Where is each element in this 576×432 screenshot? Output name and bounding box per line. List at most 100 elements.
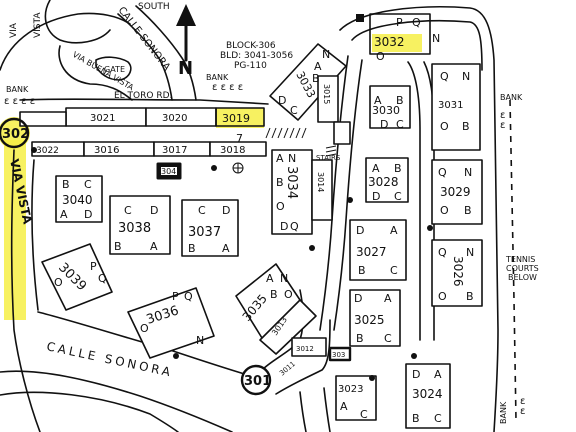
svg-text:C: C <box>124 204 132 217</box>
svg-text:A: A <box>266 272 274 285</box>
tennis-label-1: TENNIS <box>505 255 535 264</box>
south-right-road <box>299 391 307 432</box>
stairs-label: STAIRS <box>316 154 341 162</box>
svg-text:C: C <box>198 204 206 217</box>
svg-text:C: C <box>384 332 392 345</box>
gate-loop <box>95 56 132 81</box>
top-left-arc <box>0 12 131 71</box>
highlight-3019 <box>216 108 264 128</box>
dot-4 <box>173 353 179 359</box>
building-row-north <box>19 107 265 127</box>
svg-text:Q: Q <box>438 166 447 179</box>
bank-marks-right: ε ε <box>500 110 505 131</box>
bldg-num-3014: 3014 <box>316 172 325 192</box>
bank-marks-bottom: ε ε <box>520 396 525 417</box>
calle-sonora-north-label: CALLE SONORA <box>116 5 172 73</box>
bldg-3014 <box>311 159 333 221</box>
bldg-num-3028: 3028 <box>368 175 399 189</box>
bldg-strip-west <box>19 111 67 127</box>
svg-text:C: C <box>390 264 398 277</box>
svg-text:N: N <box>280 272 288 285</box>
bldg-num-3024: 3024 <box>412 387 443 401</box>
dot-8 <box>411 353 417 359</box>
bldg-num-3031: 3031 <box>438 100 463 111</box>
bldg-3031 <box>431 63 481 151</box>
tennis-label-3: BELOW <box>508 273 537 282</box>
south-label: SOUTH <box>138 2 170 12</box>
bldg-3023 <box>335 375 377 421</box>
north-arrow-icon <box>176 4 196 62</box>
gate-label: GATE <box>104 65 125 74</box>
svg-text:N: N <box>288 152 296 165</box>
svg-text:A: A <box>372 162 380 175</box>
svg-text:C: C <box>360 408 368 421</box>
svg-text:B: B <box>394 162 402 175</box>
svg-text:Q: Q <box>438 246 447 259</box>
north-label: N <box>178 58 193 79</box>
el-toro-label: EL TORO RD. <box>114 91 172 101</box>
svg-text:B: B <box>188 242 196 255</box>
bldg-num-303: 303 <box>332 351 345 359</box>
svg-text:N: N <box>466 246 474 259</box>
highlight-3032 <box>372 34 422 52</box>
dot-1 <box>31 147 37 153</box>
south-right-road-b <box>323 387 331 432</box>
calle-sonora-north-road-b <box>135 5 197 101</box>
svg-text:O: O <box>284 288 293 301</box>
bldg-3028 <box>365 157 409 203</box>
svg-text:O: O <box>440 204 449 217</box>
calle-sonora-south-arc <box>0 391 179 432</box>
bldg-3033 <box>269 43 347 121</box>
bldg-3026 <box>431 239 483 307</box>
bank-bottom-label: BANK <box>499 401 508 424</box>
svg-text:D: D <box>354 292 362 305</box>
via-buena-vista-loop <box>58 45 133 101</box>
bldg-num-3027: 3027 <box>356 245 387 259</box>
bldg-num-304: 304 <box>161 167 176 176</box>
svg-text:A: A <box>150 240 158 253</box>
bldg-3018 <box>209 141 267 157</box>
east-connector-road-b <box>275 319 331 395</box>
bank-mid-label: BANK <box>206 73 229 82</box>
svg-text:B: B <box>276 176 284 189</box>
svg-text:D: D <box>380 118 388 131</box>
svg-text:B: B <box>466 290 474 303</box>
svg-text:Q: Q <box>98 272 107 285</box>
svg-text:A: A <box>434 368 442 381</box>
bldg-num-3040: 3040 <box>62 193 93 207</box>
svg-text:O: O <box>438 290 447 303</box>
bank-left-label: BANK <box>6 85 29 94</box>
svg-text:A: A <box>314 60 322 73</box>
svg-text:A: A <box>340 400 348 413</box>
svg-text:N: N <box>432 32 440 45</box>
bldg-num-3034: 3034 <box>284 166 299 199</box>
svg-text:C: C <box>394 190 402 203</box>
svg-text:A: A <box>222 242 230 255</box>
bldg-3024 <box>405 363 451 429</box>
east-boundary-outer <box>339 6 499 432</box>
svg-text:N: N <box>322 48 330 61</box>
bldg-num-3025: 3025 <box>354 313 385 327</box>
svg-text:C: C <box>290 104 298 117</box>
dot-5 <box>347 197 353 203</box>
svg-text:O: O <box>440 120 449 133</box>
bldg-num-3012: 3012 <box>296 345 314 353</box>
bldg-3025 <box>349 289 401 347</box>
bldg-num-3032: 3032 <box>374 35 405 49</box>
bldg-num-3011: 3011 <box>278 360 297 378</box>
bldg-num-3030: 3030 <box>372 104 400 117</box>
svg-text:A: A <box>384 292 392 305</box>
svg-text:B: B <box>464 204 472 217</box>
bldg-num-3018: 3018 <box>220 145 245 156</box>
svg-text:Q: Q <box>412 16 421 29</box>
svg-text:ε: ε <box>520 406 525 417</box>
bldg-3013 <box>259 299 317 355</box>
svg-text:A: A <box>390 224 398 237</box>
bldg-num-3020: 3020 <box>162 113 187 124</box>
stairs-hatch <box>265 127 337 157</box>
dot-6 <box>427 225 433 231</box>
bldg-3039 <box>41 243 113 311</box>
svg-text:B: B <box>270 288 278 301</box>
bldg-3029 <box>431 159 483 225</box>
